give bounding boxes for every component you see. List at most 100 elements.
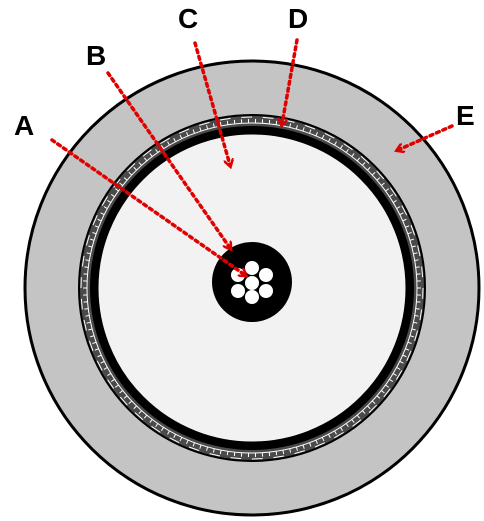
shield-braid-tick [107, 200, 112, 203]
shield-braid-tick [405, 225, 410, 228]
shield-braid-tick [206, 446, 209, 451]
shield-braid-tick [128, 171, 133, 176]
shield-braid-segment [360, 155, 370, 164]
shield-braid-tick [351, 419, 355, 423]
shield-braid-tick [415, 308, 420, 310]
shield-braid-tick [219, 449, 222, 455]
shield-braid-tick [107, 373, 112, 376]
shield-braid-segment [376, 170, 385, 180]
shield-braid-tick [161, 427, 165, 431]
label-d: D [288, 3, 308, 34]
arrow-c [193, 41, 230, 165]
shield-braid-segment [178, 128, 190, 134]
shield-braid-tick [302, 444, 305, 449]
shield-braid-segment [343, 143, 353, 151]
shield-braid-tick [100, 212, 105, 216]
shield-braid-tick [186, 132, 189, 137]
shield-braid-tick [97, 218, 102, 222]
shield-braid-tick [84, 308, 89, 310]
shield-braid-tick [367, 405, 371, 410]
shield-braid-tick [302, 127, 305, 132]
shield-braid-tick [385, 188, 390, 192]
shield-braid-tick [413, 321, 418, 324]
shield-braid-segment [352, 419, 362, 427]
shield-braid-segment [96, 360, 103, 371]
core-strand [231, 284, 245, 298]
core-strand [245, 261, 259, 275]
shield-braid-tick [97, 354, 102, 358]
shield-braid-segment [230, 457, 242, 460]
shield-braid-segment [209, 453, 221, 457]
shield-braid-tick [399, 212, 404, 216]
shield-braid-tick [90, 238, 95, 241]
shield-braid-tick [84, 266, 89, 268]
shield-braid-tick [149, 419, 153, 423]
shield-braid-tick [88, 245, 93, 248]
shield-braid-tick [380, 390, 385, 394]
shield-braid-tick [85, 259, 90, 261]
shield-braid-tick [407, 341, 412, 345]
shield-braid-tick [405, 348, 410, 351]
shield-braid-segment [188, 446, 200, 452]
shield-braid-tick [192, 442, 195, 447]
shield-braid-segment [389, 187, 397, 197]
shield-braid-tick [103, 206, 108, 209]
shield-braid-tick [295, 446, 298, 451]
shield-braid-tick [138, 162, 142, 166]
shield-braid-segment [151, 425, 161, 433]
shield-braid-tick [392, 200, 397, 203]
shield-braid-tick [92, 231, 97, 235]
shield-braid-segment [414, 330, 419, 341]
shield-braid-tick [282, 449, 285, 455]
shield-braid-tick [380, 182, 385, 186]
shield-braid-tick [226, 120, 229, 125]
shield-braid-tick [143, 157, 148, 162]
shield-braid-tick [167, 141, 170, 146]
arrow-b [106, 71, 230, 248]
shield-braid-tick [413, 252, 418, 255]
shield-braid-tick [389, 378, 394, 382]
shield-braid-segment [368, 404, 378, 414]
shield-braid-segment [410, 224, 416, 236]
label-e: E [456, 100, 475, 131]
shield-braid-tick [173, 137, 176, 143]
shield-braid-tick [92, 341, 97, 345]
arrow-e [398, 124, 454, 150]
shield-braid-tick [275, 451, 278, 456]
shield-braid-segment [324, 132, 335, 139]
shield-braid-tick [402, 218, 407, 222]
shield-braid-tick [334, 141, 337, 146]
shield-braid-tick [362, 410, 366, 414]
shield-braid-tick [114, 188, 119, 192]
shield-braid-tick [212, 448, 215, 453]
shield-braid-tick [149, 153, 153, 157]
shield-braid-tick [179, 437, 183, 442]
shield-braid-tick [309, 442, 312, 447]
shield-braid-tick [212, 123, 215, 128]
shield-braid-tick [123, 177, 128, 181]
shield-braid-tick [328, 137, 331, 143]
shield-braid-tick [167, 430, 170, 435]
shield-braid-tick [143, 414, 148, 419]
shield-braid-tick [186, 439, 189, 444]
shield-braid-tick [389, 194, 394, 198]
shield-braid-segment [262, 116, 274, 119]
shield-braid-segment [85, 235, 90, 246]
shield-braid-tick [376, 177, 381, 181]
shield-braid-tick [289, 448, 292, 453]
shield-braid-tick [94, 225, 99, 228]
shield-braid-segment [219, 117, 231, 121]
shield-braid-tick [409, 335, 414, 338]
shield-braid-tick [103, 367, 108, 370]
shield-braid-tick [199, 444, 202, 449]
shield-braid-tick [295, 125, 298, 130]
shield-braid-segment [406, 350, 412, 362]
shield-braid-tick [376, 395, 381, 399]
shield-braid-segment [126, 162, 136, 172]
shield-braid-tick [345, 148, 349, 153]
shield-braid-tick [396, 206, 401, 209]
shield-braid-tick [356, 157, 361, 162]
shield-braid-tick [226, 451, 229, 456]
shield-braid-segment [421, 266, 424, 278]
